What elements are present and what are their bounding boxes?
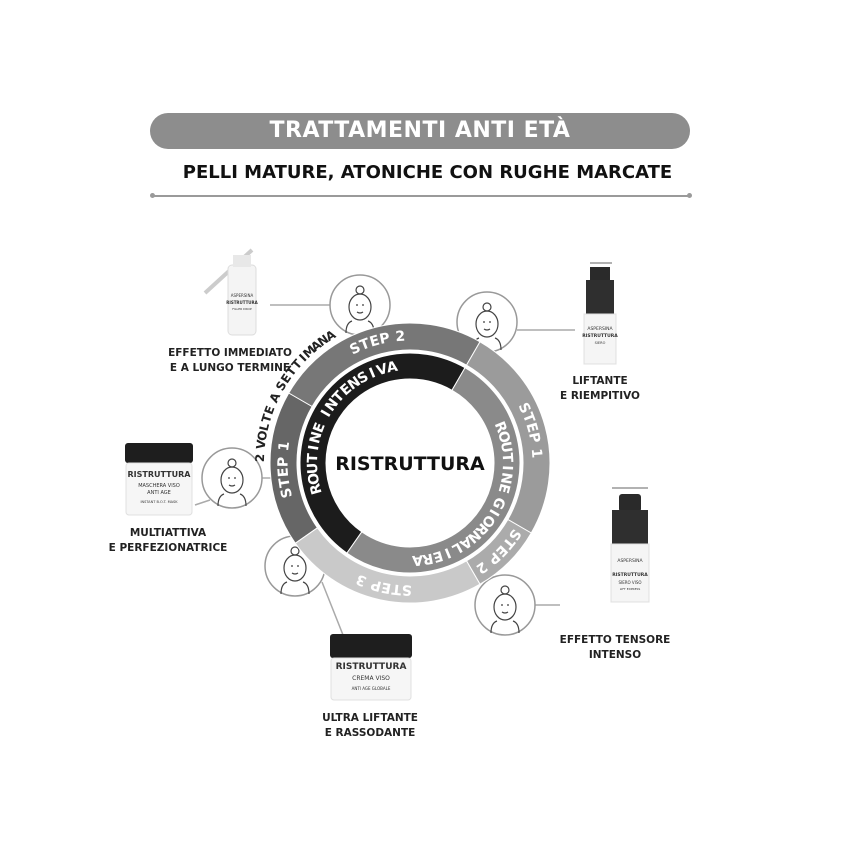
product-cream-jar: RISTRUTTURA CREMA VISO ANTI AGE GLOBALE bbox=[330, 634, 412, 701]
label-glyph: I bbox=[306, 444, 323, 452]
label-glyph: I bbox=[442, 544, 453, 561]
face-icon bbox=[474, 574, 536, 636]
caption-line: EFFETTO IMMEDIATO bbox=[168, 347, 292, 359]
product-pump-bottle: ASPERSINA RISTRUTTURA SIERO bbox=[582, 262, 618, 365]
product-sub: LIFT EXPRESS bbox=[620, 587, 641, 591]
divider bbox=[150, 193, 692, 198]
product-type: CREMA VISO bbox=[352, 675, 390, 682]
product-sub: INSTANT B.O.T. MASK bbox=[140, 500, 178, 504]
caption-line: E PERFEZIONATRICE bbox=[108, 542, 228, 554]
label-glyph: R bbox=[421, 550, 435, 568]
caption-line: E RASSODANTE bbox=[324, 727, 416, 739]
caption-line: INTENSO bbox=[588, 649, 642, 661]
label-glyph: S bbox=[402, 581, 412, 597]
label-glyph: P bbox=[369, 576, 383, 594]
label-glyph: U bbox=[497, 440, 515, 454]
label-glyph: A bbox=[411, 551, 423, 568]
caption-line: LIFTANTE bbox=[572, 375, 628, 387]
label-glyph: T bbox=[499, 452, 516, 463]
label-glyph: 2 bbox=[395, 329, 406, 346]
caption-line: MULTIATTIVA bbox=[129, 527, 207, 539]
title-banner: TRATTAMENTI ANTI ETÀ bbox=[150, 113, 690, 149]
caption-siero: LIFTANTE E RIEMPITIVO bbox=[510, 374, 690, 404]
face-icon bbox=[201, 447, 263, 509]
product-type: MASCHERA VISO bbox=[138, 483, 180, 489]
label-glyph: O bbox=[494, 429, 513, 445]
product-dropper-bottle: ASPERSINA RISTRUTTURA FILLER DROP bbox=[203, 248, 259, 336]
segment-step3 bbox=[294, 527, 481, 604]
label-glyph: T bbox=[276, 476, 293, 488]
label-glyph: O bbox=[255, 429, 271, 442]
product-mask-jar: RISTRUTTURA MASCHERA VISO ANTI AGE INSTA… bbox=[125, 443, 193, 516]
label-glyph: E bbox=[522, 421, 540, 435]
caption-line: EFFETTO TENSORE bbox=[559, 634, 671, 646]
caption-line: E RIEMPITIVO bbox=[560, 390, 640, 402]
ring bbox=[269, 322, 551, 604]
label-glyph: P bbox=[378, 330, 391, 348]
center-label: RISTRUTTURA bbox=[335, 453, 485, 475]
label-glyph: U bbox=[305, 462, 322, 474]
label-glyph: N bbox=[497, 471, 515, 485]
caption-line: E A LUNGO TERMINE bbox=[169, 362, 291, 374]
product-name: RISTRUTTURA bbox=[582, 333, 618, 339]
product-name: RISTRUTTURA bbox=[226, 300, 258, 305]
segment-routine-intensiva bbox=[299, 352, 466, 554]
face-icon bbox=[329, 274, 391, 336]
product-brand: ASPERSINA bbox=[587, 326, 613, 332]
product-type: FILLER DROP bbox=[232, 307, 252, 311]
caption-crema: ULTRA LIFTANTE E RASSODANTE bbox=[280, 711, 460, 741]
label-glyph: E bbox=[368, 333, 382, 351]
caption-line: ULTRA LIFTANTE bbox=[322, 712, 418, 724]
label-glyph: N bbox=[307, 430, 326, 445]
subtitle: PELLI MATURE, ATONICHE CON RUGHE MARCATE bbox=[182, 162, 673, 183]
label-glyph: E bbox=[276, 467, 293, 478]
product-type: SIERO VISO bbox=[618, 580, 641, 585]
product-sub: ANTI AGE GLOBALE bbox=[352, 686, 391, 691]
label-glyph: 1 bbox=[528, 448, 545, 459]
label-glyph: S bbox=[278, 486, 296, 500]
label-glyph: I bbox=[499, 465, 515, 471]
product-name: RISTRUTTURA bbox=[128, 470, 192, 479]
product-serum-bottle: ASPERSINA RISTRUTTURA SIERO VISO LIFT EX… bbox=[610, 487, 650, 603]
product-type: SIERO bbox=[595, 341, 606, 345]
label-glyph: P bbox=[525, 431, 543, 444]
label-glyph: A bbox=[385, 359, 399, 377]
caption-maschera: MULTIATTIVA E PERFEZIONATRICE bbox=[78, 526, 258, 556]
label-glyph: 1 bbox=[276, 440, 293, 452]
label-glyph: E bbox=[431, 547, 445, 565]
label-glyph: V bbox=[254, 438, 269, 450]
label-glyph: L bbox=[257, 421, 273, 432]
label-glyph: P bbox=[275, 457, 291, 467]
product-brand: ASPERSINA bbox=[617, 558, 643, 564]
product-name: RISTRUTTURA bbox=[336, 662, 407, 672]
label-glyph: R bbox=[307, 481, 325, 496]
caption-siero-lift: EFFETTO TENSORE INTENSO bbox=[525, 633, 705, 663]
label-glyph: O bbox=[305, 471, 323, 485]
product-type-2: ANTI AGE bbox=[147, 490, 171, 496]
label-glyph: I bbox=[367, 365, 378, 382]
label-glyph: E bbox=[495, 482, 513, 495]
label-glyph: A bbox=[267, 390, 284, 405]
segment-routine-giornaliera bbox=[346, 367, 521, 574]
product-brand: ASPERSINA bbox=[231, 293, 254, 298]
caption-filler-drop: EFFETTO IMMEDIATO E A LUNGO TERMINE bbox=[140, 346, 320, 376]
label-glyph: E bbox=[380, 579, 392, 597]
label-glyph: T bbox=[391, 580, 403, 597]
label-glyph: 2 bbox=[253, 453, 267, 462]
product-name: RISTRUTTURA bbox=[612, 572, 648, 578]
label-glyph: T bbox=[305, 452, 321, 463]
label-glyph: V bbox=[375, 361, 390, 379]
